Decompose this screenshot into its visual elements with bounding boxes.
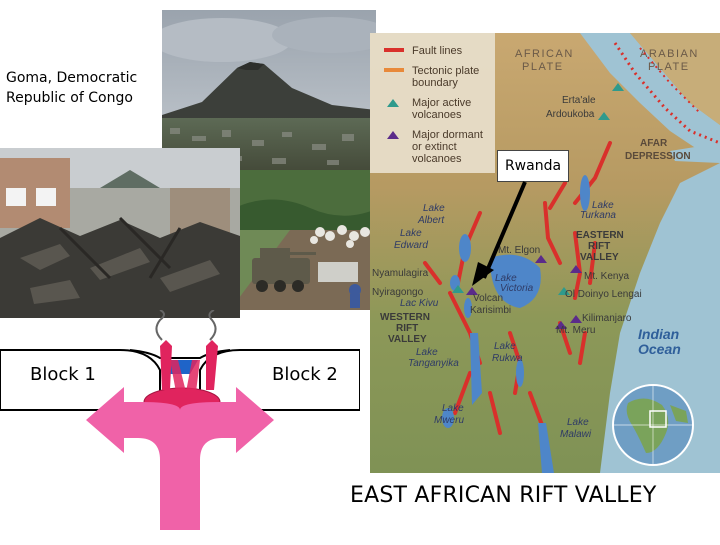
label-ertaale: Erta'ale	[562, 95, 596, 106]
globe-inset	[612, 384, 694, 466]
arabian-land	[630, 33, 720, 125]
plate-boundary-line	[613, 42, 720, 145]
slide-title: EAST AFRICAN RIFT VALLEY	[350, 483, 657, 508]
dyke-left	[160, 340, 172, 390]
label-kivu: Lac Kivu	[400, 298, 439, 309]
label-lengai: Ol Doinyo Lengai	[565, 289, 642, 300]
smoke-left-icon	[155, 309, 165, 341]
label-elgon: Mt. Elgon	[498, 245, 540, 256]
label-meru: Mt. Meru	[556, 325, 595, 336]
label-turkana-1: Lake	[592, 200, 614, 211]
label-malawi-1: Lake	[567, 417, 589, 428]
label-albert-1: Lake	[423, 203, 445, 214]
rwanda-label: Rwanda	[497, 150, 569, 182]
label-kilimanjaro: Kilimanjaro	[582, 313, 632, 324]
label-victoria-2: Victoria	[500, 283, 534, 294]
goma-volcano-photo	[162, 10, 376, 170]
label-indian-2: Ocean	[638, 341, 681, 357]
legend-active-2: volcanoes	[412, 109, 462, 121]
label-nyamulagira: Nyamulagira	[372, 268, 429, 279]
legend-dormant-2: or extinct	[412, 141, 457, 153]
arabian-plate-label-2: PLATE	[648, 61, 690, 73]
label-turkana-2: Turkana	[580, 210, 616, 221]
dormant-volcano-icon	[387, 131, 399, 139]
label-tanganyika-1: Lake	[416, 347, 438, 358]
label-rukwa-2: Rukwa	[492, 353, 523, 364]
label-afar-2: DEPRESSION	[625, 151, 691, 162]
label-eastern-1: EASTERN	[576, 230, 624, 241]
label-nyiragongo: Nyiragongo	[372, 287, 424, 298]
rwanda-arrow	[472, 181, 527, 286]
label-victoria-1: Lake	[495, 273, 517, 284]
label-afar-1: AFAR	[640, 138, 668, 149]
label-rukwa-1: Lake	[494, 341, 516, 352]
label-edward-2: Edward	[394, 240, 428, 251]
spreading-arrow	[86, 387, 274, 530]
rift-block-diagram: Block 1 Block 2	[0, 309, 361, 540]
label-eastern-2: RIFT	[588, 241, 610, 252]
label-albert-2: Albert	[417, 215, 445, 226]
label-kenya: Mt. Kenya	[584, 271, 629, 282]
block-1-label: Block 1	[30, 364, 96, 385]
rift-map: Fault lines Tectonic plate boundary Majo…	[370, 33, 720, 473]
lakes	[442, 175, 590, 473]
label-tanganyika-2: Tanganyika	[408, 358, 459, 369]
rwanda-arrow-line	[482, 181, 527, 279]
label-western-3: VALLEY	[388, 334, 427, 345]
label-mweru-2: Mweru	[434, 415, 464, 426]
label-ardoukoba: Ardoukoba	[546, 109, 595, 120]
legend-active-1: Major active	[412, 97, 471, 109]
label-mweru-1: Lake	[442, 403, 464, 414]
volcano-markers	[452, 83, 624, 329]
label-malawi-2: Malawi	[560, 429, 592, 440]
label-indian-1: Indian	[638, 326, 679, 342]
label-western-1: WESTERN	[380, 312, 430, 323]
rwanda-arrow-head	[472, 262, 494, 286]
graben-top	[129, 349, 231, 359]
label-volcan-1: Volcan	[473, 293, 503, 304]
legend-fault-lines: Fault lines	[412, 45, 463, 57]
label-edward-1: Lake	[400, 228, 422, 239]
african-plate-label-2: PLATE	[522, 61, 564, 73]
label-eastern-3: VALLEY	[580, 252, 619, 263]
legend-dormant-3: volcanoes	[412, 153, 462, 165]
active-volcano-icon	[387, 99, 399, 107]
legend-plate-boundary-1: Tectonic plate	[412, 65, 479, 77]
label-volcan-2: Karisimbi	[470, 305, 511, 316]
arabian-plate-label-1: ARABIAN	[640, 48, 699, 60]
rubble-photo	[0, 148, 240, 318]
legend-dormant-1: Major dormant	[412, 129, 483, 141]
smoke-right-icon	[208, 309, 217, 341]
goma-caption: Goma, Democratic Republic of Congo	[6, 70, 138, 106]
legend-plate-boundary-2: boundary	[412, 77, 458, 89]
african-plate-label-1: AFRICAN	[515, 48, 574, 60]
convoy-photo	[230, 170, 390, 310]
dyke-mid-left	[170, 360, 186, 392]
label-western-2: RIFT	[396, 323, 418, 334]
red-sea	[580, 33, 720, 153]
dyke-right	[206, 340, 218, 390]
gulf-of-aden	[670, 143, 720, 163]
block-2-label: Block 2	[272, 364, 338, 385]
dyke-mid-right	[186, 360, 200, 392]
